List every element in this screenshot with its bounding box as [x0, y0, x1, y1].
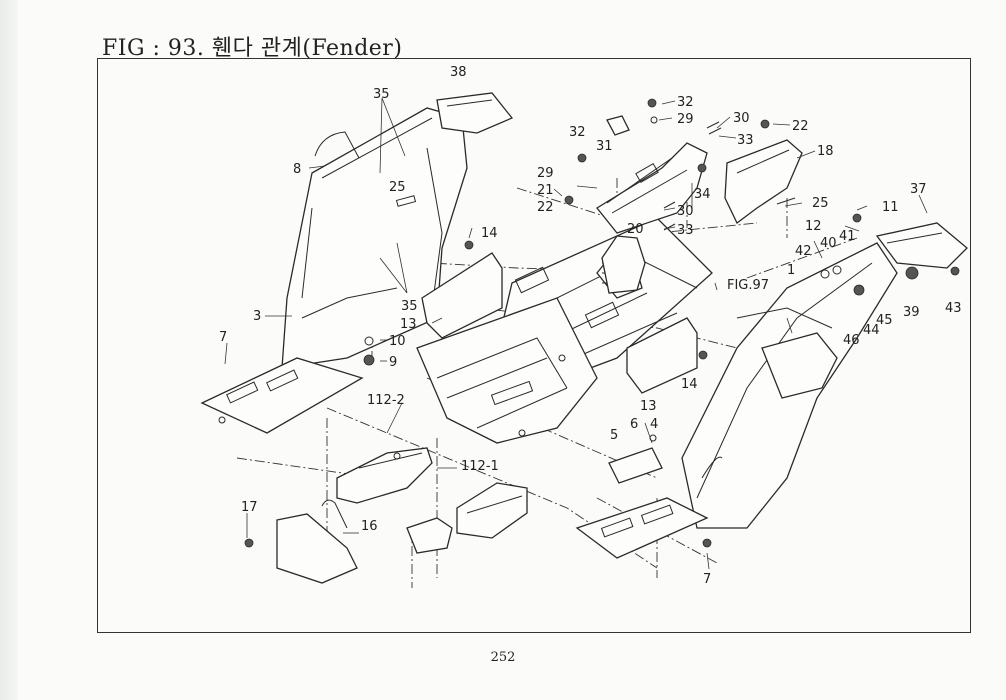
floor-step-panel: [416, 217, 713, 444]
callout-label: 8: [293, 162, 301, 177]
callout-label: 7: [703, 572, 711, 587]
callout-label: 14: [681, 377, 698, 392]
callout-label: 14: [481, 226, 498, 241]
callout-label: 25: [389, 180, 406, 195]
callout-label: 112-2: [367, 393, 405, 408]
callout-label: 21: [537, 183, 554, 198]
upper-cover-parts: [564, 98, 803, 294]
callout-label: 41: [839, 229, 856, 244]
callout-label: 112-1: [461, 459, 499, 474]
callout-label: 16: [361, 519, 378, 534]
figure-title: FIG : 93. 휀다 관계(Fender): [102, 36, 403, 61]
callout-label: 7: [219, 330, 227, 345]
callout-label: 30: [733, 111, 750, 126]
callout-label: 43: [945, 301, 962, 316]
callout-label: 13: [400, 317, 417, 332]
callout-label: 33: [737, 133, 754, 148]
callout-label: 10: [389, 334, 406, 349]
right-fender-assembly: [575, 213, 968, 559]
callout-label: 35: [401, 299, 418, 314]
diagram-frame: [97, 58, 971, 633]
callout-label: 9: [389, 355, 397, 370]
callout-label: 40: [820, 236, 837, 251]
callout-label: 33: [677, 223, 694, 238]
page-binding-edge: [0, 0, 18, 700]
callout-label: 45: [876, 313, 893, 328]
callout-label: 29: [677, 112, 694, 127]
callout-label: 37: [910, 182, 927, 197]
callout-label: 11: [882, 200, 899, 215]
callout-label: 5: [610, 428, 618, 443]
callout-label: 4: [650, 417, 658, 432]
callout-label: 39: [903, 305, 920, 320]
callout-label: 35: [373, 87, 390, 102]
callout-label: 34: [694, 187, 711, 202]
callout-label: FIG.97: [727, 278, 769, 293]
callout-label: 1: [787, 263, 795, 278]
callout-label: 31: [596, 139, 613, 154]
callout-label: 25: [812, 196, 829, 211]
leader-lines: [224, 97, 928, 570]
left-fender-assembly: [200, 92, 514, 434]
callout-label: 42: [795, 244, 812, 259]
callout-label: 30: [677, 204, 694, 219]
callout-label: 32: [677, 95, 694, 110]
callout-label: 38: [450, 65, 467, 80]
callout-label: 17: [241, 500, 258, 515]
callout-label: 29: [537, 166, 554, 181]
exploded-parts-diagram: 38 35 8 25 3 35 14 13 10 9 7 112-2 17 16…: [200, 65, 968, 588]
callout-label: 44: [863, 323, 880, 338]
callout-label: 22: [792, 119, 809, 134]
callout-labels: 38 35 8 25 3 35 14 13 10 9 7 112-2 17 16…: [219, 65, 962, 587]
lower-bracket-parts: [244, 447, 528, 584]
page-number: 252: [490, 650, 516, 665]
callout-label: 13: [640, 399, 657, 414]
callout-label: 12: [805, 219, 822, 234]
callout-label: 20: [627, 222, 644, 237]
callout-label: 18: [817, 144, 834, 159]
callout-label: 32: [569, 125, 586, 140]
callout-label: 6: [630, 417, 638, 432]
callout-label: 22: [537, 200, 554, 215]
callout-label: 3: [253, 309, 261, 324]
callout-label: 46: [843, 333, 860, 348]
